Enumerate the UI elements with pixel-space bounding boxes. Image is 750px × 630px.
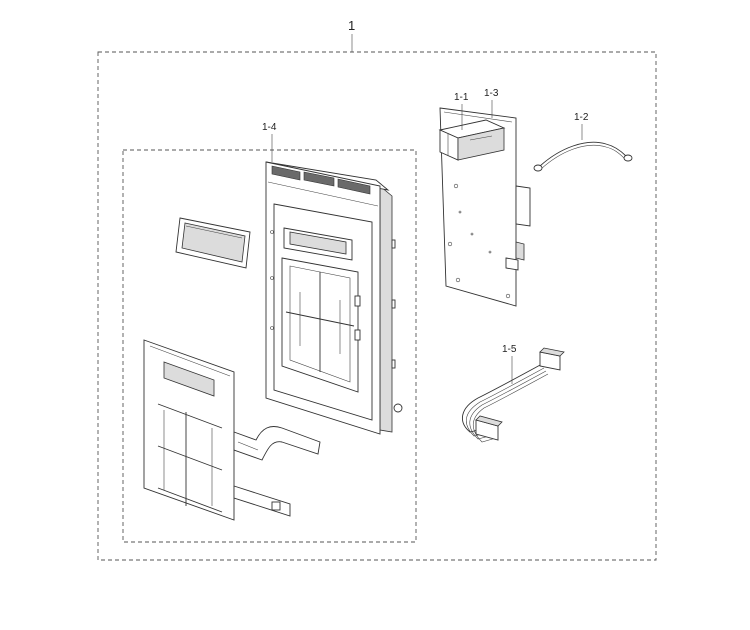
jumper-wire <box>533 141 633 172</box>
membrane-keypad <box>143 339 321 521</box>
relay-block <box>438 119 506 161</box>
callout-assembly: 1 <box>348 18 355 33</box>
callout-1-3: 1-3 <box>484 88 499 99</box>
callout-1-5: 1-5 <box>502 344 517 355</box>
assembly-boundary <box>97 51 657 561</box>
control-panel-housing <box>265 161 403 435</box>
wire-harness <box>462 347 565 443</box>
display-lens <box>175 217 251 269</box>
callout-1-2: 1-2 <box>574 112 589 123</box>
callout-1-1: 1-1 <box>454 92 469 103</box>
callout-1-4: 1-4 <box>262 122 277 133</box>
